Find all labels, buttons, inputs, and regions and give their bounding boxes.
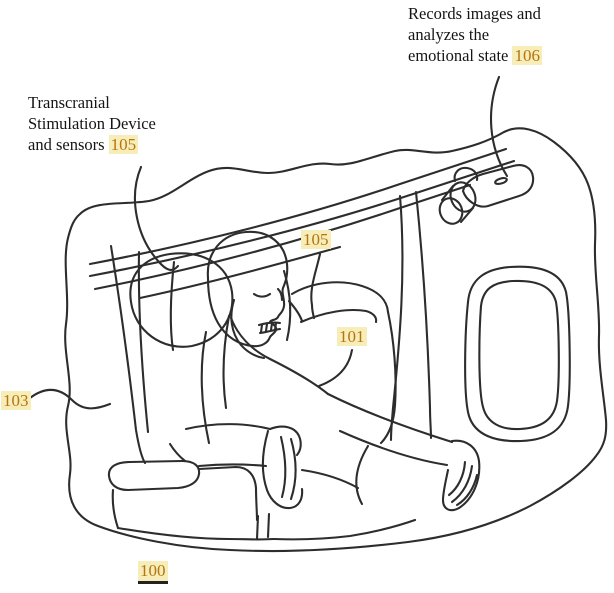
left-forearm [184,423,272,431]
ceiling-line [138,245,342,300]
device-callout-text: Transcranial Stimulation Device and sens… [28,93,156,154]
teeth-hatch [273,321,278,332]
seat-drawing [109,244,234,465]
left-hand-knuckles [268,425,302,457]
scene-blob-outline [64,127,608,553]
left-hand-finger [279,435,287,499]
camera-slot [494,177,508,185]
camera-lens-side [440,184,455,202]
ref-105-device: 105 [108,135,139,154]
ceiling-line [88,147,508,266]
wall-seam-line [389,194,404,442]
leader-103 [28,388,112,410]
camera-callout: Records images and analyzes the emotiona… [408,3,594,66]
mouth-upper-lip [257,321,282,327]
teeth-hatch [269,321,274,332]
leader-106 [490,75,509,178]
right-hand-finger [450,464,474,504]
camera-lens-ring [449,181,477,213]
pillow-ref-callout: 105 [301,230,331,250]
ref-103: 103 [1,391,31,410]
ceiling-line [88,159,516,278]
pillow-lower-edge [299,308,378,324]
emotion-camera-drawing [438,164,535,225]
right-arm-top [326,392,454,444]
leader-105-device [134,165,180,271]
neck-pillow-drawing [230,281,397,445]
window-outer-frame [464,265,571,443]
seatback-edge [137,250,150,434]
ledge-top-edge [300,468,360,490]
seatback-right-edge [222,314,231,410]
seatback-edge [169,260,176,352]
right-hand-finger [455,473,479,507]
leader-101 [317,348,354,388]
ref-100: 100 [138,561,168,584]
armrest-console-drawing [107,459,417,541]
ledge-top-edge [197,463,268,468]
console-seam [255,514,260,541]
camera-lens-cap [438,197,464,225]
wall-seam-line [414,190,433,440]
cabin-ref-callout: 103 [1,391,31,411]
cabin-ceiling-lines [88,147,516,300]
camera-body [461,164,535,208]
cheek-edge [282,269,292,342]
window-inner-pane [478,279,560,431]
nose-bridge-mark [276,287,284,302]
ref-105-pillow: 105 [301,230,331,249]
leader-105-pillow [310,252,322,320]
pillow-left-lobe [230,298,266,360]
console-right-corner [197,465,259,522]
back-line [200,330,211,445]
airplane-window [464,265,571,443]
passenger-seat-ref-callout: 101 [337,327,367,347]
cabin-wall-seam [389,190,433,442]
camera-mount-dome [453,166,479,183]
ref-106: 106 [512,46,542,65]
closed-eye [252,292,272,298]
leader-lines [28,75,509,410]
figure-number-callout: 100 [138,561,168,584]
pillow-neck-inner [287,299,304,323]
right-hand-finger [447,460,467,497]
ledge-bottom-edge [272,518,417,541]
blob-outline-path [64,127,608,553]
ceiling-line [93,183,472,291]
ref-101: 101 [337,327,367,346]
chest-line [229,316,330,396]
seat-cushion-arc [168,442,187,463]
right-arm-underside [338,429,449,467]
console-left-edge [111,488,120,530]
passenger-drawing [184,230,481,512]
teeth-hatch [259,323,264,334]
device-callout: Transcranial Stimulation Device and sens… [28,92,193,155]
headrest-cushion [129,252,234,348]
seatback-edge [109,244,147,465]
lap-fold [355,444,370,506]
left-hand-outline [261,429,304,510]
pillow-upper-edge [290,281,390,314]
right-hand-palm [441,439,481,512]
pillow-side-sweep [379,310,397,445]
teeth-hatch [264,322,269,333]
armrest-pad [107,459,201,492]
left-hand-finger [289,437,297,501]
camera-callout-text: Records images and analyzes the emotiona… [408,4,541,65]
console-seam [266,512,271,539]
camera-lens-side [459,206,475,224]
